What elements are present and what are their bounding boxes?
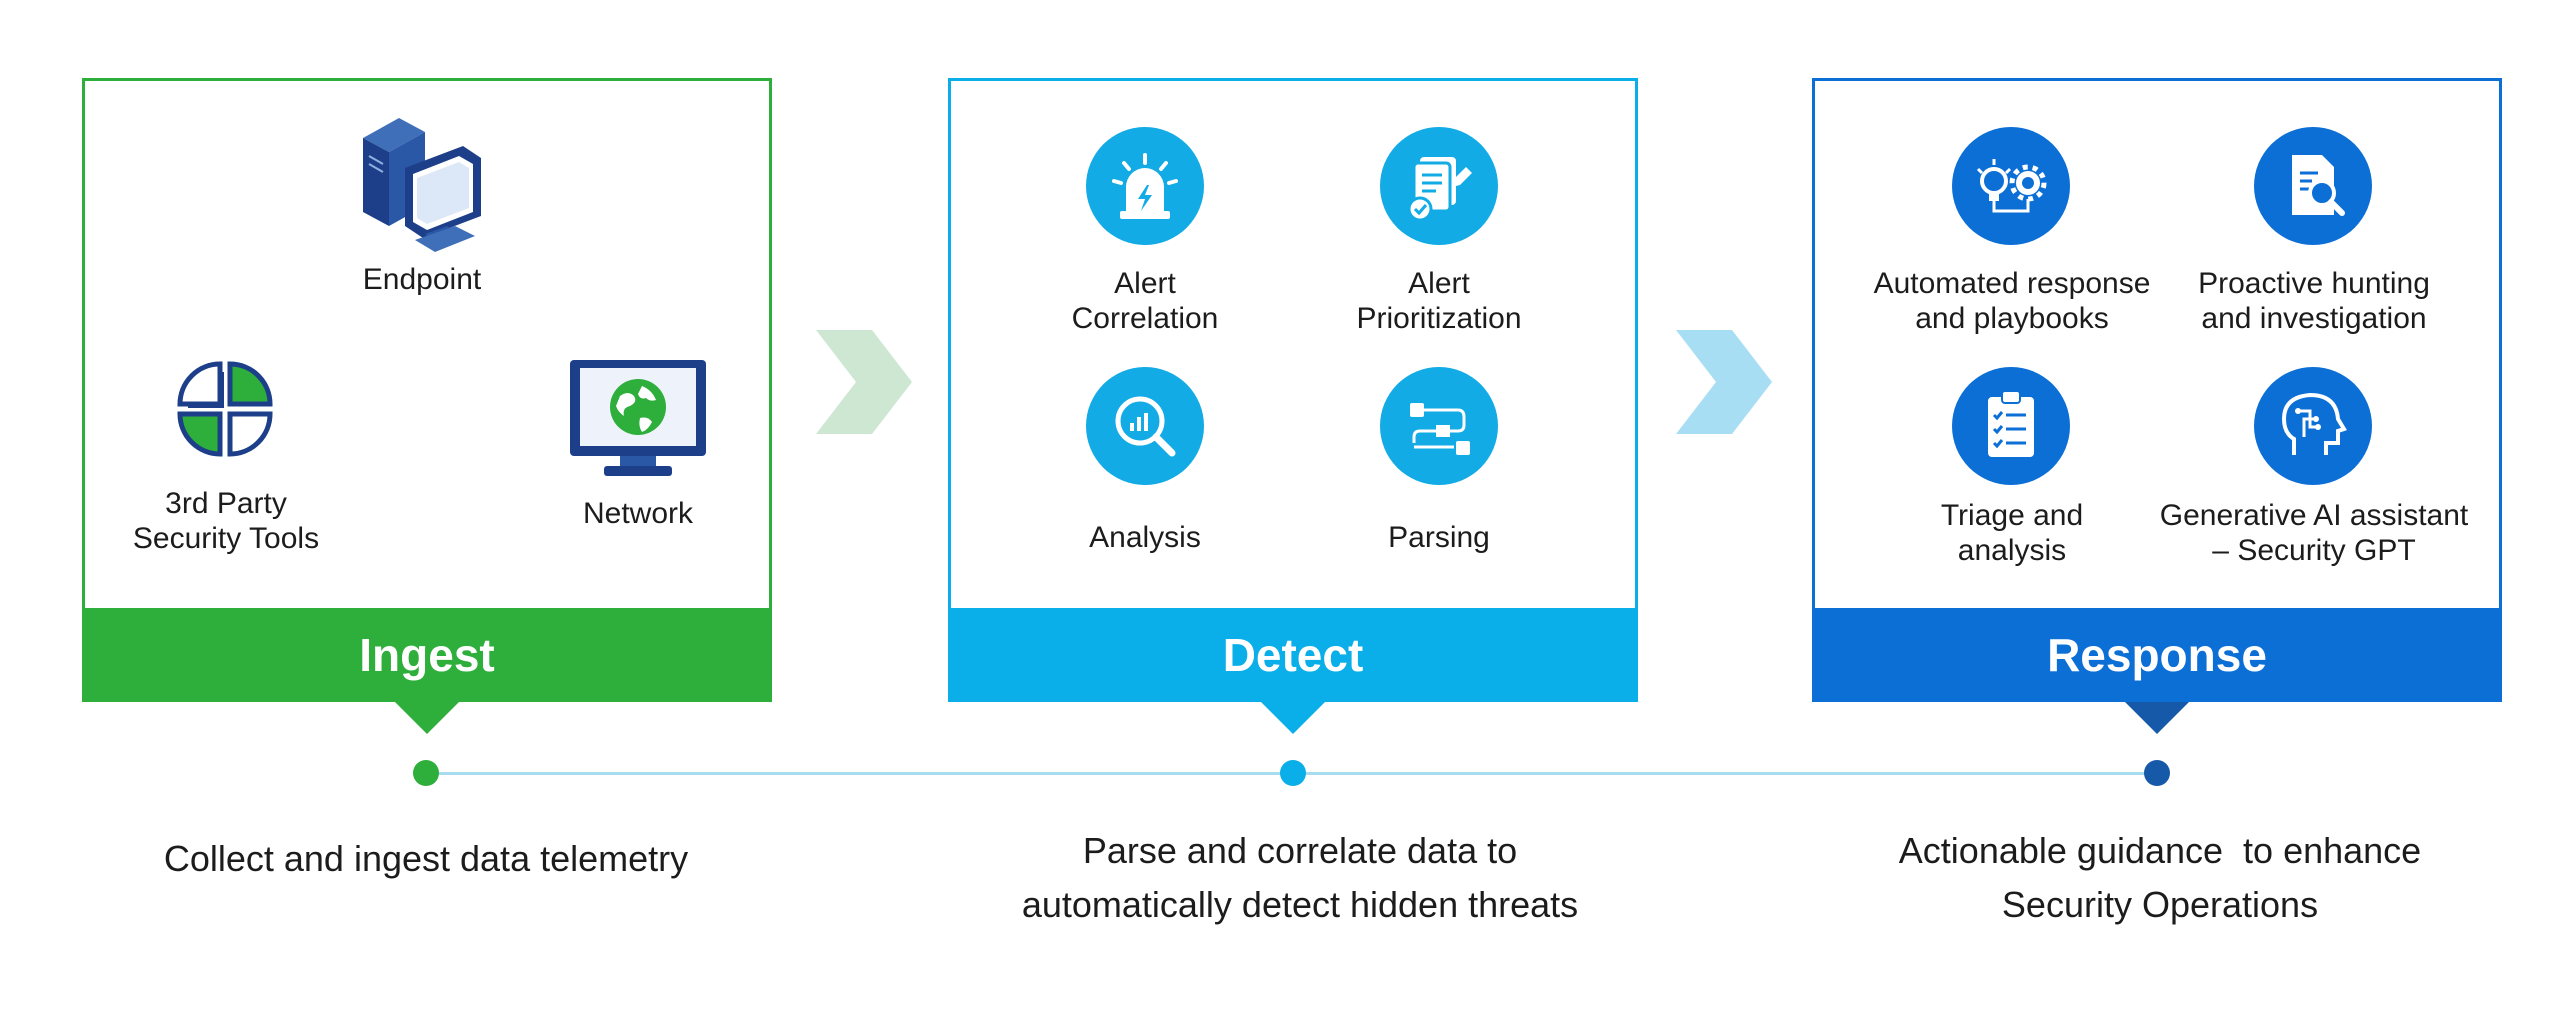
document-check-icon [1380, 127, 1498, 245]
chevron-arrow-icon-2 [1676, 330, 1772, 439]
response-title: Response [1812, 608, 2502, 702]
alarm-siren-icon [1086, 127, 1204, 245]
ingest-notch [395, 702, 459, 734]
response-timeline-dot [2144, 760, 2170, 786]
response-notch [2125, 702, 2189, 734]
response-description-line2: Security Operations [2001, 884, 2319, 925]
detect-description-line1: Parse and correlate data to [1082, 830, 1518, 871]
automated-response-line2: and playbooks [1915, 302, 2109, 335]
generative-ai-line1: Generative AI assistant [2159, 499, 2469, 532]
response-panel: Response [1812, 78, 2502, 734]
response-description-line1: Actionable guidance to enhance [1898, 830, 2422, 871]
magnifier-chart-icon [1086, 367, 1204, 485]
analysis-label: Analysis [1089, 521, 1201, 554]
ingest-title: Ingest [82, 608, 772, 702]
flow-parsing-icon [1380, 367, 1498, 485]
generative-ai-line2: – Security GPT [2212, 534, 2416, 567]
detect-description: Parse and correlate data to automaticall… [940, 824, 1660, 932]
ingest-timeline-dot [413, 760, 439, 786]
detect-box [948, 78, 1638, 608]
clover-logo-icon [172, 356, 280, 462]
detect-title: Detect [948, 608, 1638, 702]
alert-prioritization-line2: Prioritization [1356, 302, 1522, 335]
third-party-label-line1: 3rd Party [165, 487, 287, 520]
triage-line2: analysis [1957, 534, 2067, 567]
network-label: Network [582, 497, 694, 530]
endpoint-computer-icon [355, 116, 491, 254]
alert-prioritization-line1: Alert [1408, 267, 1470, 300]
detect-timeline-dot [1280, 760, 1306, 786]
alert-correlation-label: Alert Correlation [1030, 266, 1260, 336]
third-party-label: 3rd Party Security Tools [110, 486, 342, 556]
ingest-description: Collect and ingest data telemetry [163, 838, 689, 879]
detect-description-line2: automatically detect hidden threats [1021, 884, 1579, 925]
proactive-hunting-line1: Proactive hunting [2198, 267, 2430, 300]
ai-head-icon [2254, 367, 2372, 485]
document-search-icon [2254, 127, 2372, 245]
detect-notch [1261, 702, 1325, 734]
automated-response-line1: Automated response [1873, 267, 2151, 300]
triage-line1: Triage and [1940, 499, 2084, 532]
bulb-gear-icon [1952, 127, 2070, 245]
triage-label: Triage and analysis [1852, 498, 2172, 568]
generative-ai-label: Generative AI assistant – Security GPT [2142, 498, 2486, 568]
parsing-label: Parsing [1388, 521, 1490, 554]
alert-correlation-line1: Alert [1114, 267, 1176, 300]
chevron-arrow-icon-1 [816, 330, 912, 439]
ingest-box [82, 78, 772, 608]
detect-panel: Detect [948, 78, 1638, 734]
proactive-hunting-label: Proactive hunting and investigation [2154, 266, 2474, 336]
automated-response-label: Automated response and playbooks [1852, 266, 2172, 336]
alert-prioritization-label: Alert Prioritization [1324, 266, 1554, 336]
response-box [1812, 78, 2502, 608]
endpoint-label: Endpoint [362, 263, 482, 296]
clipboard-checklist-icon [1952, 367, 2070, 485]
response-description: Actionable guidance to enhance Security … [1800, 824, 2520, 932]
network-monitor-globe-icon [568, 356, 708, 480]
proactive-hunting-line2: and investigation [2201, 302, 2427, 335]
third-party-label-line2: Security Tools [132, 522, 320, 555]
alert-correlation-line2: Correlation [1071, 302, 1219, 335]
